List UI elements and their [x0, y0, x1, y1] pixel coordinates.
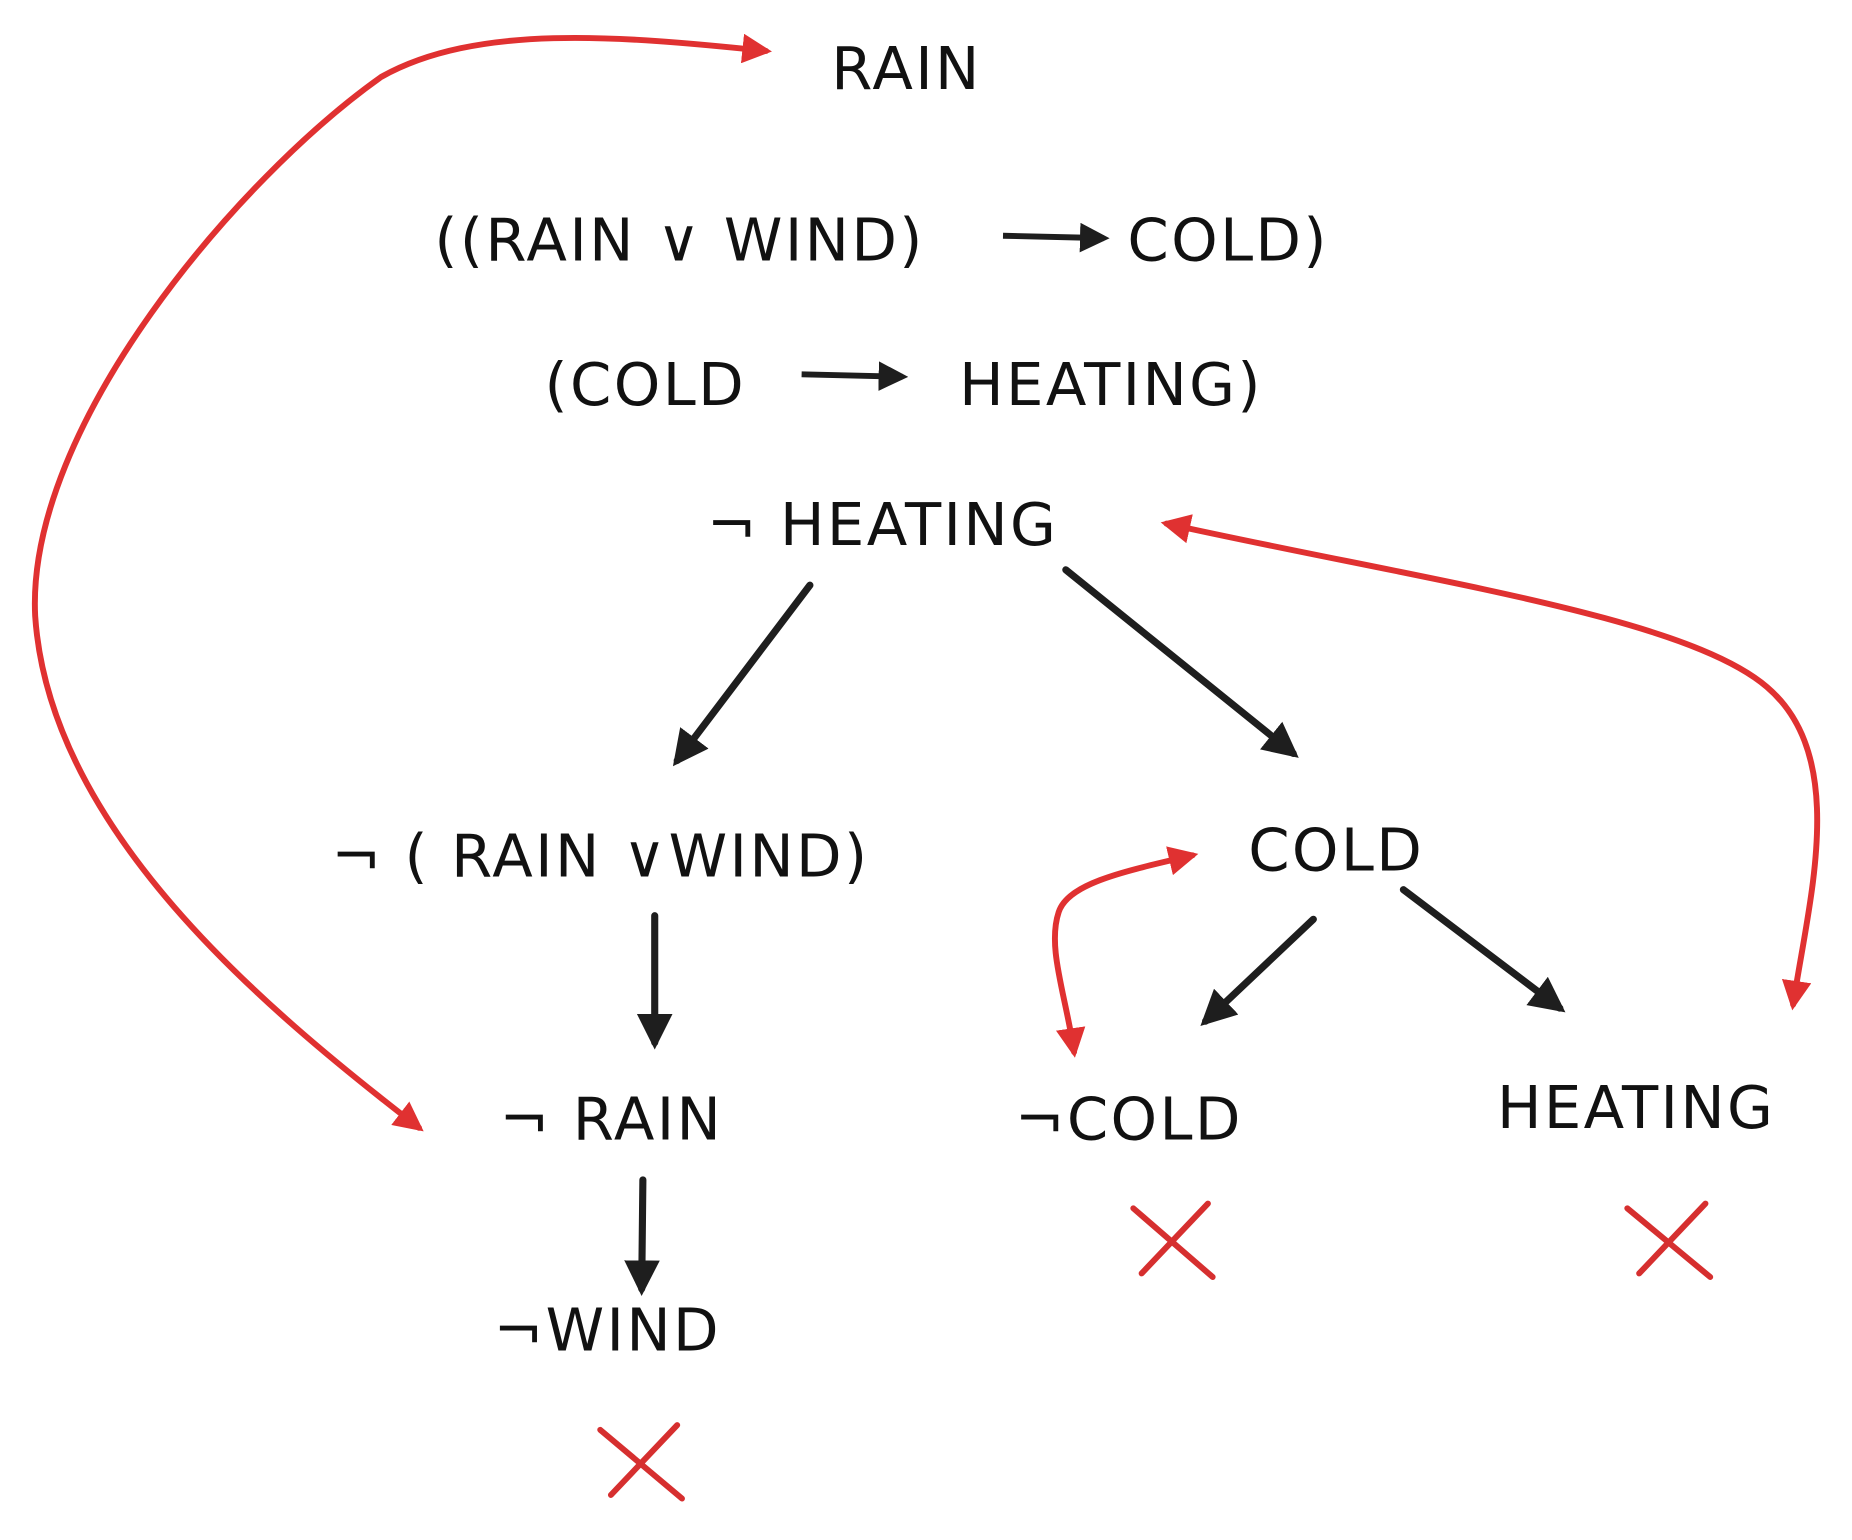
closed-branch-cross-icon — [1130, 1200, 1216, 1280]
label-premise2-left: (COLD — [545, 350, 747, 419]
label-not-heating: ¬ HEATING — [707, 490, 1058, 559]
implies-arrow-1 — [1002, 222, 1110, 253]
contradiction-link-cold — [1051, 846, 1199, 1058]
label-not-rain: ¬ RAIN — [500, 1085, 724, 1154]
label-premise2-right: HEATING) — [959, 350, 1263, 419]
edge-arrow — [624, 1176, 660, 1296]
contradiction-link-rain — [32, 33, 772, 1132]
edge-arrow — [1399, 886, 1566, 1013]
closed-branch-cross-icon — [597, 1422, 685, 1502]
label-not-rain-or-wind: ¬ ( RAIN ∨WIND) — [331, 822, 869, 891]
label-heating: HEATING — [1497, 1073, 1775, 1142]
edge-arrow — [1062, 566, 1299, 758]
edge-arrow — [672, 581, 814, 767]
contradiction-link-heating — [1160, 514, 1821, 1011]
implies-arrow-2 — [801, 361, 909, 391]
closed-branch-cross-icon — [1624, 1200, 1714, 1280]
label-cold: COLD — [1248, 816, 1424, 885]
edge-arrow — [1200, 915, 1317, 1027]
label-rain: RAIN — [831, 34, 982, 103]
label-not-cold: ¬COLD — [1015, 1085, 1243, 1154]
label-not-wind: ¬WIND — [494, 1295, 721, 1364]
label-premise1-left: ((RAIN ∨ WIND) — [434, 206, 924, 275]
label-premise1-right: COLD) — [1127, 206, 1329, 275]
